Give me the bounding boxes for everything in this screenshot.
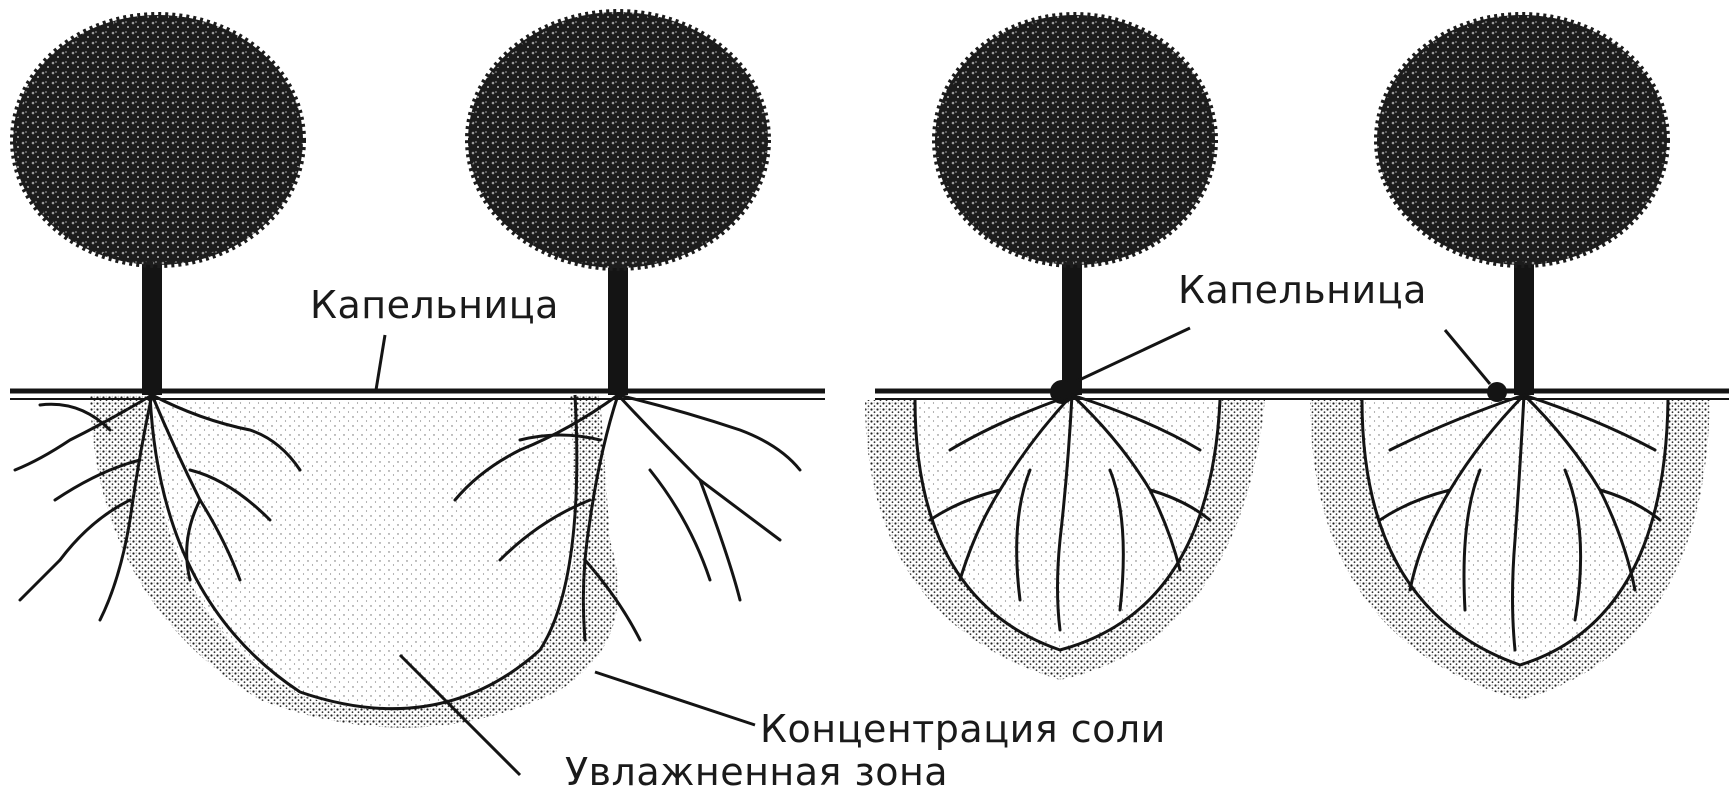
dripper-label-left: Капельница xyxy=(310,283,559,327)
dripper xyxy=(1487,382,1507,402)
trunk xyxy=(142,250,162,395)
trunk xyxy=(608,250,628,395)
trunk xyxy=(1514,250,1534,395)
dripper-label-right: Капельница xyxy=(1178,268,1427,312)
salt-concentration-label: Концентрация соли xyxy=(760,707,1166,751)
trunk xyxy=(1062,250,1082,395)
moist-zone-label: Увлажненная зона xyxy=(565,750,948,794)
